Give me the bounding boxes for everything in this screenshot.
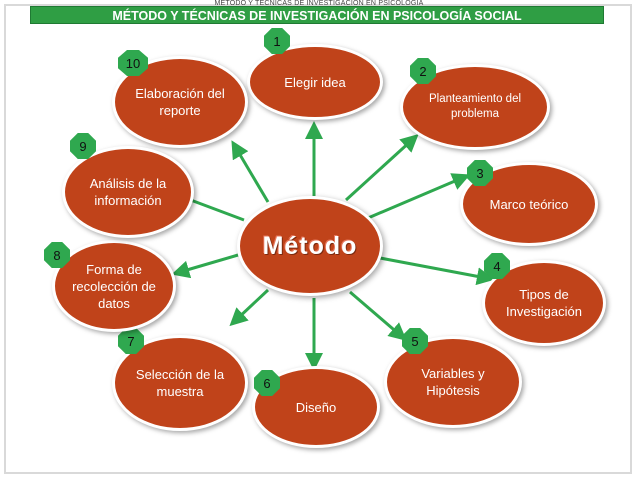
- step-badge-4: 4: [484, 253, 510, 279]
- node-label: Forma de recolección de datos: [72, 261, 156, 311]
- node-elaboracion-reporte: Elaboración del reporte: [112, 56, 248, 148]
- node-label: Diseño: [295, 399, 337, 415]
- node-label: Elegir idea: [284, 74, 346, 90]
- arrow-to-marco-teorico: [367, 173, 471, 220]
- node-analisis-informacion: Análisis de la información: [62, 146, 194, 238]
- arrow-to-forma-recoleccion: [171, 253, 239, 279]
- arrow-to-planteamiento: [344, 133, 419, 202]
- node-label: Marco teórico: [489, 196, 569, 212]
- node-variables-hipotesis: Variables y Hipótesis: [384, 336, 522, 428]
- slide-header-small-title: MÉTODO Y TÉCNICAS DE INVESTIGACIÓN EN PS…: [214, 0, 424, 7]
- arrow-to-tipos-investigacion: [379, 256, 495, 286]
- arrow-to-variables-hipotesis: [349, 290, 407, 341]
- node-planteamiento: Planteamiento del problema: [400, 64, 550, 150]
- node-elegir-idea: Elegir idea: [247, 44, 383, 120]
- center-metodo-node: Método: [237, 196, 383, 296]
- step-badge-8: 8: [44, 242, 70, 268]
- arrow-to-elaboracion: [231, 140, 270, 203]
- step-badge-3: 3: [467, 160, 493, 186]
- step-badge-2: 2: [410, 58, 436, 84]
- title-banner: MÉTODO Y TÉCNICAS DE INVESTIGACIÓN EN PS…: [30, 6, 604, 24]
- node-forma-recoleccion: Forma de recolección de datos: [52, 240, 176, 332]
- step-badge-9: 9: [70, 133, 96, 159]
- step-badge-6: 6: [254, 370, 280, 396]
- node-label: Selección de la muestra: [135, 367, 225, 399]
- slide-frame: [4, 4, 632, 474]
- center-label: Método: [262, 231, 358, 260]
- step-badge-1: 1: [264, 28, 290, 54]
- node-label: Elaboración del reporte: [135, 86, 225, 118]
- step-badge-5: 5: [402, 328, 428, 354]
- node-label: Planteamiento del problema: [428, 93, 522, 120]
- step-badge-10: 10: [118, 50, 148, 76]
- arrow-to-seleccion-muestra: [229, 288, 270, 327]
- node-label: Tipos de Investigación: [506, 287, 582, 319]
- step-badge-7: 7: [118, 328, 144, 354]
- node-label: Variables y Hipótesis: [421, 366, 485, 398]
- node-label: Análisis de la información: [89, 176, 167, 208]
